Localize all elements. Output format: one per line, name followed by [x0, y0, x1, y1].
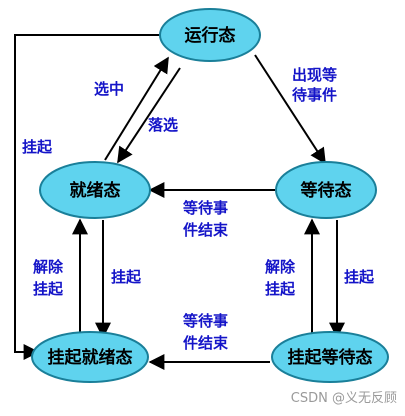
node-waiting-shape	[275, 161, 377, 219]
edge-running-to-suspready-loop	[14, 34, 162, 360]
label-suspend-waiting: 挂起	[344, 268, 375, 286]
edge-running-to-waiting	[254, 54, 326, 165]
node-suspended-waiting-label: 挂起等待态	[288, 347, 373, 368]
label-event-done-bottom-line1: 等待事	[183, 312, 228, 330]
edge-running-to-ready	[117, 67, 181, 164]
label-suspend-ready: 挂起	[111, 268, 142, 286]
label-event-done-top-line1: 等待事	[183, 199, 228, 217]
edges	[14, 34, 345, 370]
node-suspended-waiting-shape	[271, 331, 389, 383]
node-running: 运行态	[159, 8, 261, 62]
node-suspended-ready-label: 挂起就绪态	[48, 347, 133, 368]
node-running-label: 运行态	[185, 25, 236, 46]
label-event-done-bottom-line2: 件结束	[183, 334, 229, 352]
edge-labels: 选中 落选 出现等 待事件 等待事 件结束 等待事 件结束 挂起 解除 挂起 挂…	[22, 66, 375, 352]
edge-ready-to-running	[104, 56, 169, 161]
label-suspend-left: 挂起	[22, 138, 53, 156]
label-select: 选中	[94, 80, 124, 98]
node-ready: 就绪态	[39, 161, 151, 219]
label-activate-left-line1: 解除	[33, 258, 64, 276]
watermark: CSDN @义无反顾	[291, 391, 397, 406]
label-wait-event-line1: 出现等	[292, 66, 337, 84]
label-wait-event-line2: 待事件	[292, 86, 337, 104]
node-waiting-label: 等待态	[301, 180, 352, 201]
node-ready-label: 就绪态	[70, 180, 121, 201]
label-activate-right-line1: 解除	[265, 258, 296, 276]
node-suspended-ready-shape	[31, 331, 149, 383]
node-running-shape	[159, 8, 261, 62]
node-ready-shape	[39, 161, 151, 219]
label-activate-left-line2: 挂起	[33, 280, 64, 298]
label-timeout: 落选	[148, 116, 178, 134]
node-suspended-waiting: 挂起等待态	[271, 331, 389, 383]
node-waiting: 等待态	[275, 161, 377, 219]
label-activate-right-line2: 挂起	[265, 280, 296, 298]
node-suspended-ready: 挂起就绪态	[31, 331, 149, 383]
label-event-done-top-line2: 件结束	[183, 221, 229, 239]
